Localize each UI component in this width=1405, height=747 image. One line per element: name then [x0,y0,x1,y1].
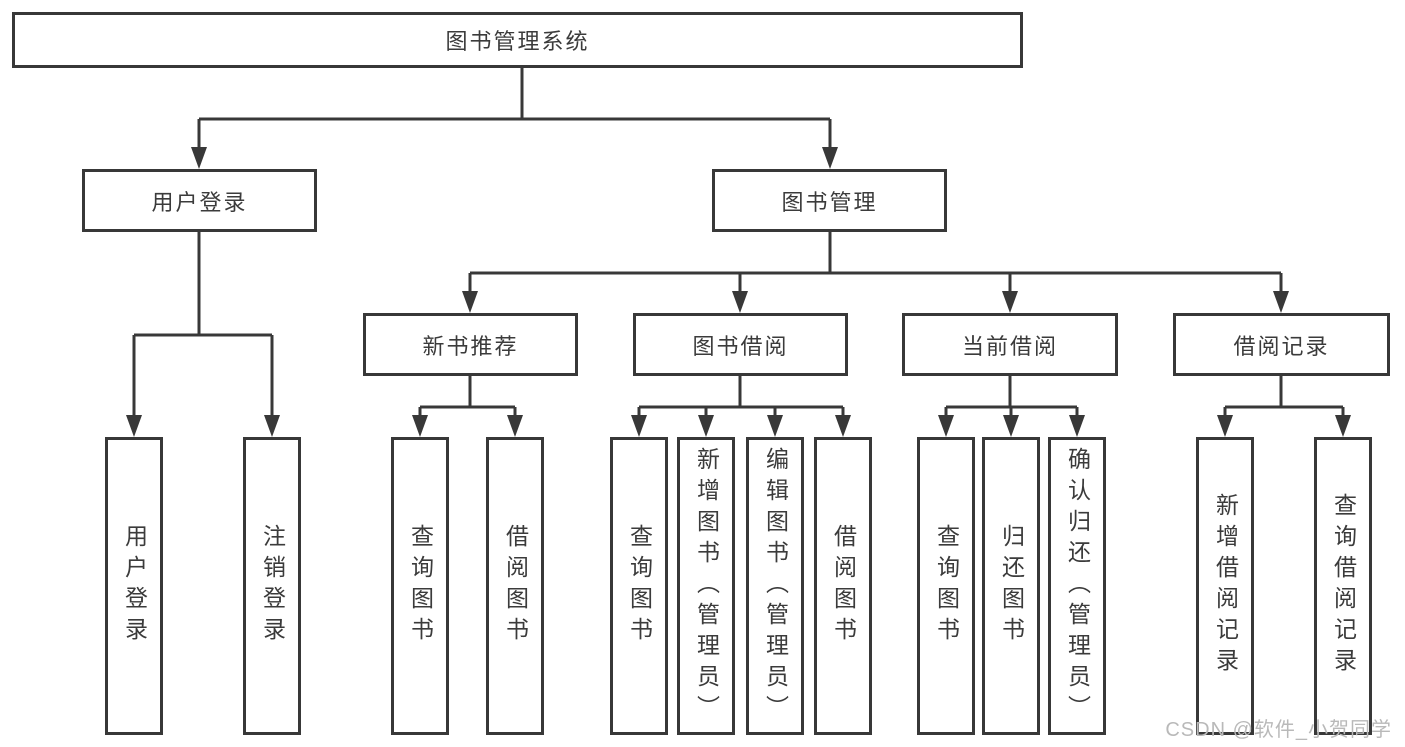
leaf-confirm-return-admin-label: 确认归还（管理员） [1064,446,1091,726]
node-new-book-recommend-label: 新书推荐 [422,333,519,359]
leaf-return-book: 归还图书 [982,437,1040,735]
node-book-borrowing: 图书借阅 [633,313,848,376]
leaf-confirm-return-admin: 确认归还（管理员） [1048,437,1106,735]
leaf-add-book-admin: 新增图书（管理员） [677,437,735,735]
leaf-user-login-label: 用户登录 [121,524,148,648]
leaf-add-borrow-record: 新增借阅记录 [1196,437,1254,735]
node-user-login: 用户登录 [82,169,317,232]
node-borrow-records: 借阅记录 [1173,313,1390,376]
leaf-user-login: 用户登录 [105,437,163,735]
leaf-add-book-admin-label: 新增图书（管理员） [693,446,720,726]
leaf-query-books-recommend: 查询图书 [391,437,449,735]
leaf-query-books-borrowing-label: 查询图书 [626,524,653,648]
node-current-borrowing: 当前借阅 [902,313,1118,376]
leaf-borrow-books-recommend: 借阅图书 [486,437,544,735]
leaf-query-borrow-record-label: 查询借阅记录 [1330,493,1357,679]
leaf-borrow-books-recommend-label: 借阅图书 [502,524,529,648]
node-book-management: 图书管理 [712,169,947,232]
leaf-borrow-books: 借阅图书 [814,437,872,735]
csdn-watermark: CSDN @软件_小贺同学 [1165,719,1392,741]
node-current-borrowing-label: 当前借阅 [961,333,1058,359]
node-borrow-records-label: 借阅记录 [1233,333,1330,359]
leaf-logout-label: 注销登录 [259,524,286,648]
node-book-borrowing-label: 图书借阅 [692,333,789,359]
node-user-login-label: 用户登录 [151,189,248,215]
leaf-borrow-books-label: 借阅图书 [830,524,857,648]
leaf-query-books-recommend-label: 查询图书 [407,524,434,648]
leaf-query-borrow-record: 查询借阅记录 [1314,437,1372,735]
node-book-management-label: 图书管理 [781,189,878,215]
node-new-book-recommend: 新书推荐 [363,313,578,376]
node-root: 图书管理系统 [12,12,1023,68]
node-root-label: 图书管理系统 [445,29,590,54]
leaf-return-book-label: 归还图书 [998,524,1025,648]
leaf-add-borrow-record-label: 新增借阅记录 [1212,493,1239,679]
leaf-edit-book-admin-label: 编辑图书（管理员） [762,446,789,726]
leaf-logout: 注销登录 [243,437,301,735]
leaf-query-books-borrowing: 查询图书 [610,437,668,735]
leaf-query-books-current-label: 查询图书 [933,524,960,648]
leaf-query-books-current: 查询图书 [917,437,975,735]
leaf-edit-book-admin: 编辑图书（管理员） [746,437,804,735]
